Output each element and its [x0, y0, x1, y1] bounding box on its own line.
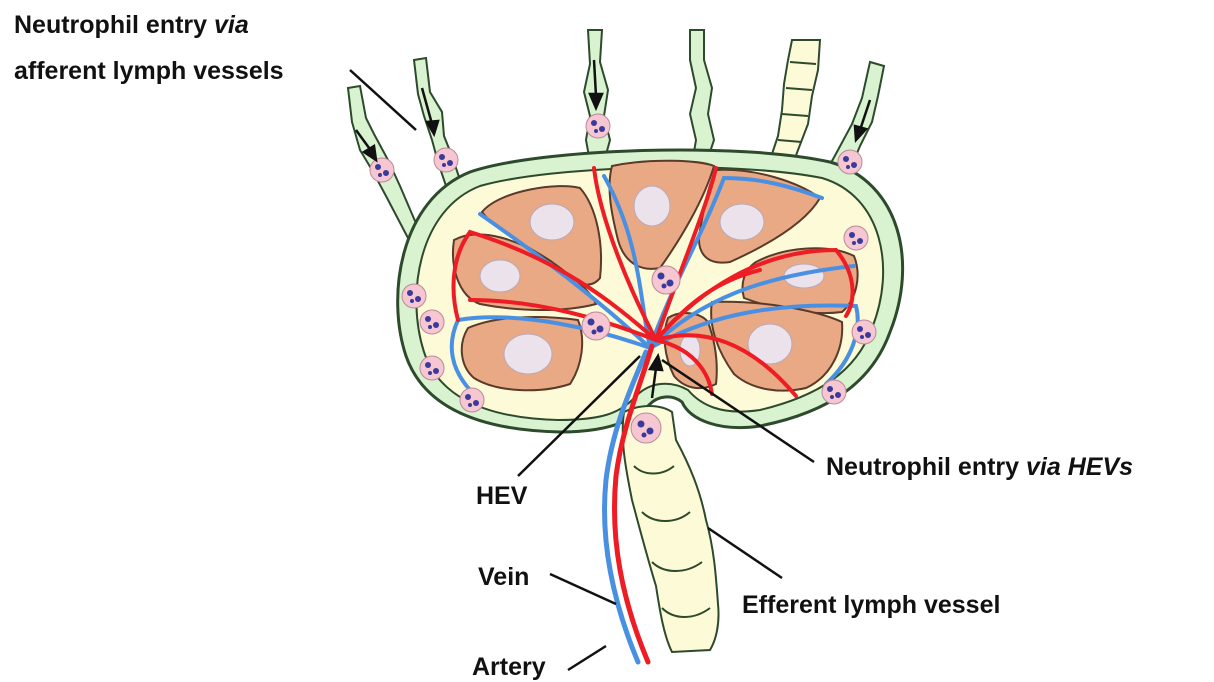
- germinal-center: [504, 334, 552, 374]
- neutrophil: [420, 310, 444, 334]
- vein-leader-line: [550, 574, 616, 604]
- neutrophil: [434, 148, 458, 172]
- neutrophil: [822, 380, 846, 404]
- neutrophil: [420, 356, 444, 380]
- vein-label: Vein: [478, 562, 529, 592]
- hev-label: HEV: [476, 481, 527, 511]
- hevs-label: Neutrophil entry via HEVs: [826, 452, 1133, 482]
- afferent-label-line2: afferent lymph vessels: [14, 56, 284, 86]
- artery-label: Artery: [472, 652, 546, 682]
- germinal-center: [530, 204, 574, 240]
- afferent-label: Neutrophil entry via afferent lymph vess…: [14, 10, 284, 86]
- afferent-label-italic: via: [214, 11, 249, 39]
- neutrophil: [586, 114, 610, 138]
- afferent-label-text: Neutrophil entry: [14, 11, 214, 39]
- germinal-center: [720, 204, 764, 240]
- artery-leader-line: [568, 646, 606, 670]
- efferent-leader-line: [708, 528, 782, 578]
- neutrophil: [582, 312, 610, 340]
- efferent-label: Efferent lymph vessel: [742, 590, 1000, 620]
- afferent-vessel: [690, 30, 714, 164]
- germinal-center: [634, 186, 670, 226]
- germinal-center: [480, 260, 520, 292]
- neutrophil: [460, 388, 484, 412]
- neutrophil: [652, 266, 680, 294]
- neutrophil: [631, 413, 661, 443]
- neutrophil: [402, 284, 426, 308]
- neutrophil: [838, 150, 862, 174]
- neutrophil: [852, 320, 876, 344]
- neutrophil: [370, 158, 394, 182]
- hevs-label-text: Neutrophil entry: [826, 453, 1026, 481]
- hevs-label-italic: via HEVs: [1026, 453, 1133, 481]
- neutrophil: [844, 226, 868, 250]
